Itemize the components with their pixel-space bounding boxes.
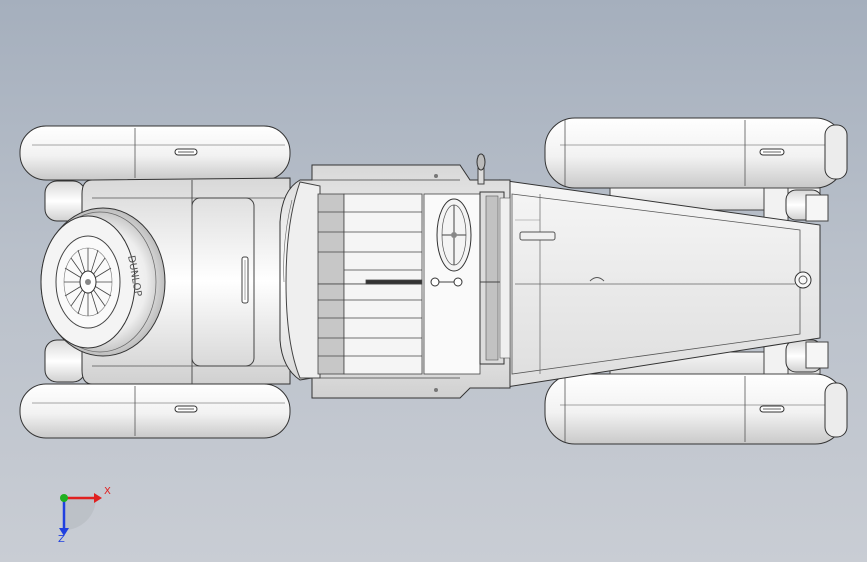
rear-bumper	[44, 180, 86, 383]
windscreen	[479, 191, 511, 365]
x-axis-label: X	[104, 486, 111, 497]
rear-right-fender	[19, 383, 291, 439]
front-left-fender	[544, 117, 848, 189]
gear-lever	[430, 277, 463, 287]
rear-view-mirror	[476, 153, 486, 185]
steering-wheel	[436, 198, 472, 272]
y-axis-dot	[60, 494, 68, 502]
orientation-triad: X Z	[46, 480, 116, 546]
rear-left-fender	[19, 125, 291, 181]
spare-wheel: DUNLOP	[40, 207, 166, 357]
cabin	[279, 153, 511, 399]
seats	[317, 193, 423, 375]
front-right-fender	[544, 373, 848, 445]
z-axis-label: Z	[58, 534, 65, 545]
